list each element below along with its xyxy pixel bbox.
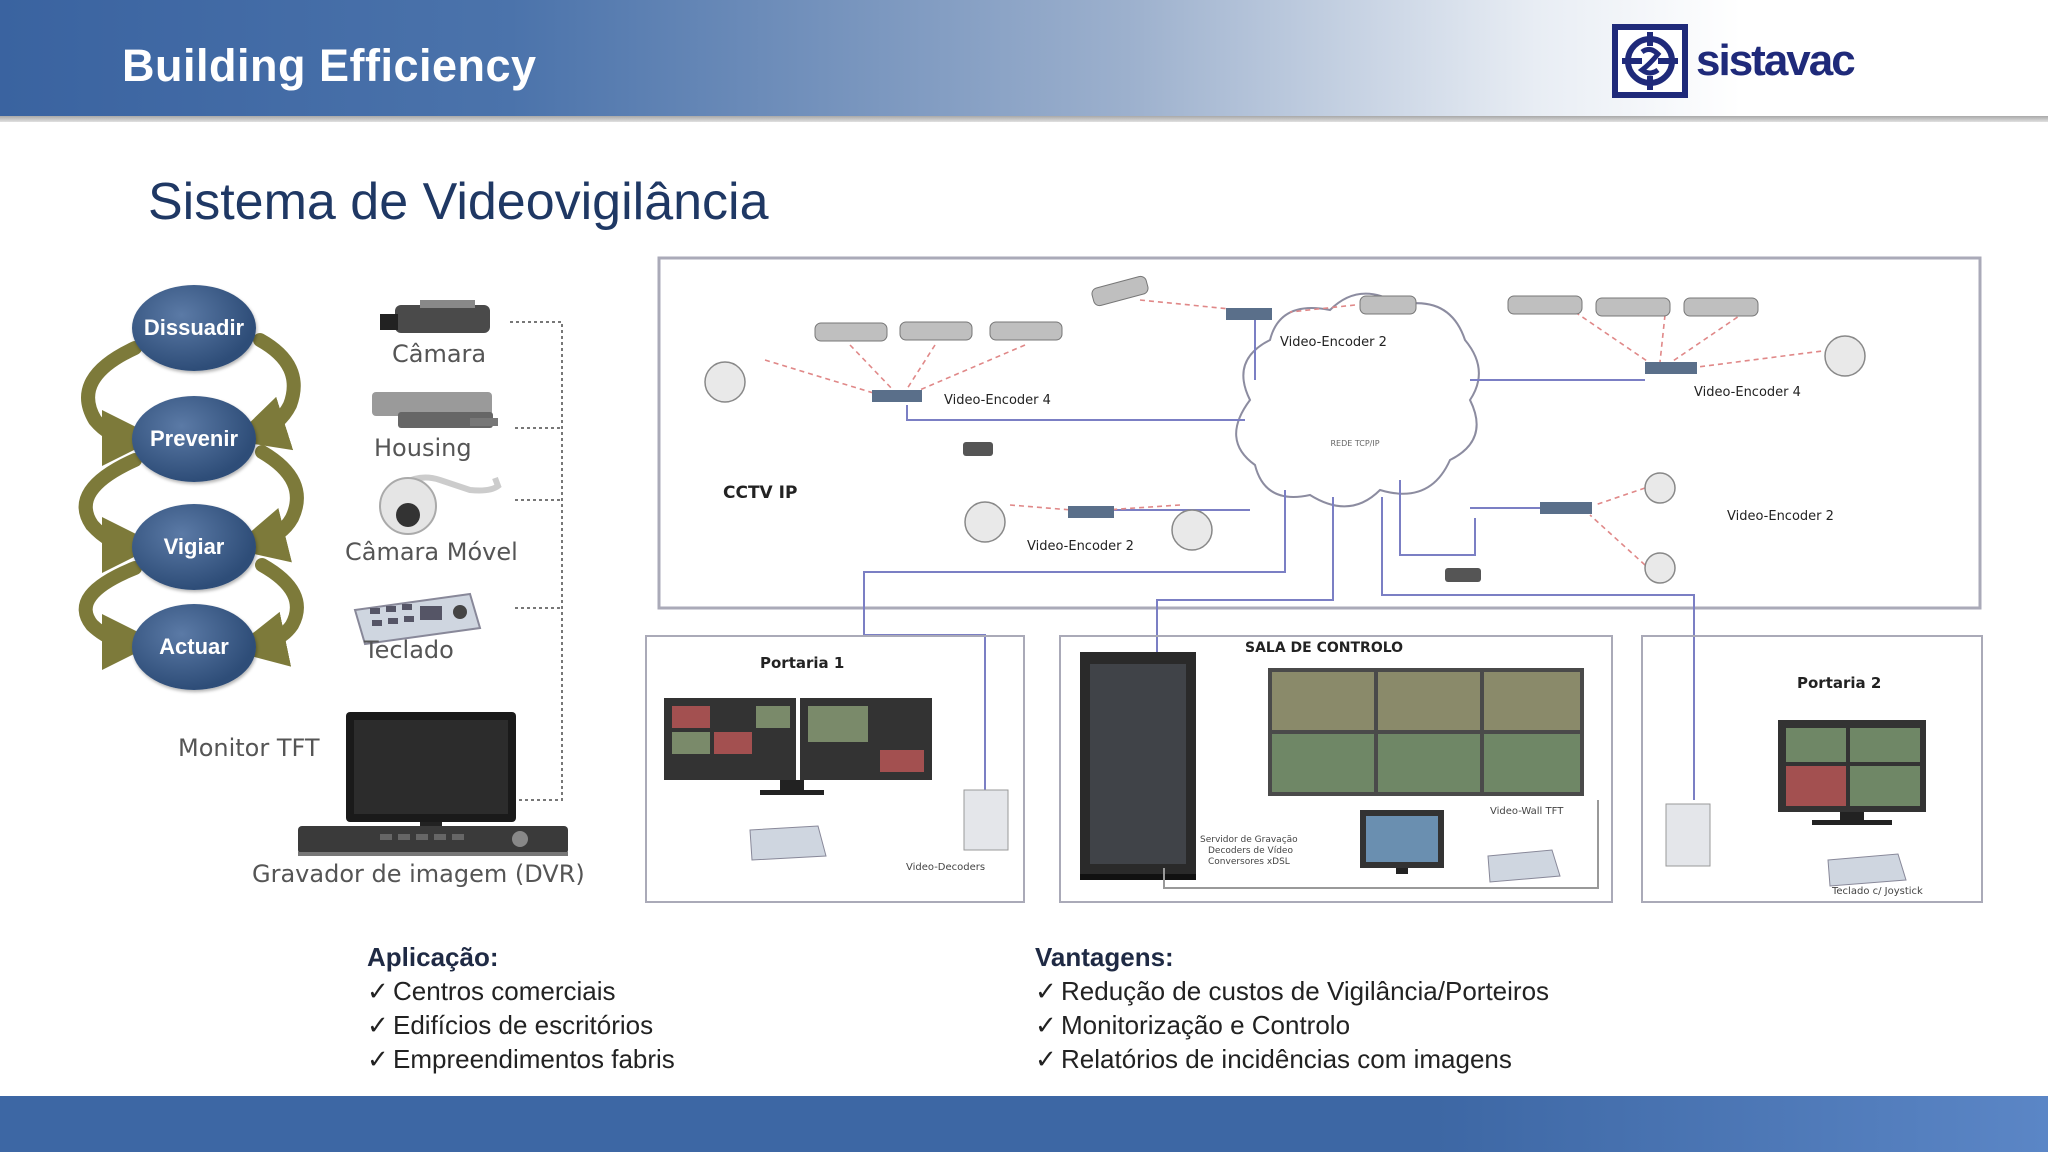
- joystick-keyboard-label: Teclado c/ Joystick: [1831, 886, 1923, 897]
- list-item: ✓Redução de custos de Vigilância/Porteir…: [1035, 976, 1550, 1006]
- encoder-2-top-label: Video-Encoder 2: [1280, 335, 1387, 350]
- dome-camera-icon: [379, 474, 502, 535]
- ip-camera-icons: [814, 275, 1759, 342]
- encoder-4-right-label: Video-Encoder 4: [1694, 385, 1801, 400]
- housing-label: Housing: [374, 434, 472, 462]
- dome-camera-network-icons: [704, 335, 1866, 584]
- list-item: ✓Centros comerciais: [367, 976, 616, 1006]
- list-item: ✓Relatórios de incidências com imagens: [1035, 1044, 1512, 1074]
- slide-title: Sistema de Videovigilância: [148, 173, 769, 231]
- portaria2-monitor-icon: [1778, 720, 1926, 825]
- logo-text: sistavac: [1696, 36, 1856, 85]
- equipment-connectors: [510, 321, 563, 801]
- checkmark-icon: ✓: [367, 976, 389, 1006]
- advantages-list: Vantagens: ✓Redução de custos de Vigilân…: [1035, 940, 1549, 1076]
- tft-monitor-icon: [346, 712, 516, 844]
- keyboard-label: Teclado: [364, 636, 454, 664]
- application-heading: Aplicação:: [367, 942, 499, 972]
- checkmark-icon: ✓: [367, 1010, 389, 1040]
- mobile-camera-label: Câmara Móvel: [345, 538, 518, 566]
- control-keyboard-icon: [1487, 849, 1561, 883]
- video-wall-icon: [1268, 668, 1584, 796]
- header-bar: [0, 0, 2048, 118]
- video-wall-label: Video-Wall TFT: [1490, 806, 1564, 817]
- checkmark-icon: ✓: [1035, 1044, 1057, 1074]
- header-divider: [0, 116, 2048, 122]
- control-monitor-icon: [1360, 810, 1444, 874]
- control-room-title: SALA DE CONTROLO: [1245, 640, 1403, 656]
- portaria1-title: Portaria 1: [760, 654, 844, 672]
- list-item: ✓Empreendimentos fabris: [367, 1044, 675, 1074]
- list-item: ✓Monitorização e Controlo: [1035, 1010, 1351, 1040]
- cycle-step-vigiar: Vigiar: [132, 504, 256, 590]
- checkmark-icon: ✓: [1035, 1010, 1057, 1040]
- portaria2-box: [1641, 635, 1983, 903]
- checkmark-icon: ✓: [1035, 976, 1057, 1006]
- advantages-heading: Vantagens:: [1035, 942, 1174, 972]
- checkmark-icon: ✓: [367, 1044, 389, 1074]
- cycle-step-actuar: Actuar: [132, 604, 256, 690]
- cctv-ip-box: [657, 256, 1982, 610]
- video-decoders-label: Video-Decoders: [906, 862, 985, 873]
- network-cloud-icon: [1235, 292, 1480, 508]
- housing-icon: [372, 392, 498, 428]
- dvr-icon: [298, 826, 568, 856]
- server-rack-icon: [1080, 652, 1196, 880]
- encoder-2-right-label: Video-Encoder 2: [1727, 509, 1834, 524]
- portaria1-monitors: [664, 698, 932, 795]
- encoder-2-mid-label: Video-Encoder 2: [1027, 539, 1134, 554]
- portaria1-keyboard-icon: [749, 825, 827, 861]
- server-label-3: Conversores xDSL: [1208, 857, 1290, 867]
- joystick-keyboard-icon: [1827, 853, 1907, 887]
- logo-mark-icon: [1612, 24, 1688, 98]
- portaria2-server-icon: [1665, 803, 1711, 867]
- list-item: ✓Edifícios de escritórios: [367, 1010, 654, 1040]
- camera-dashed-links: [764, 299, 1831, 566]
- cctv-ip-label: CCTV IP: [723, 483, 797, 503]
- dvr-label: Gravador de imagem (DVR): [252, 860, 585, 888]
- portaria2-title: Portaria 2: [1797, 674, 1881, 692]
- server-label-1: Servidor de Gravação: [1200, 835, 1298, 845]
- control-room-line: [1163, 800, 1599, 889]
- control-room-box: [1059, 635, 1613, 903]
- network-cloud-label: REDE TCP/IP: [1330, 439, 1379, 448]
- application-list: Aplicação: ✓Centros comerciais ✓Edifício…: [367, 940, 675, 1076]
- monitor-label: Monitor TFT: [178, 734, 320, 762]
- cycle-step-dissuadir: Dissuadir: [132, 285, 256, 371]
- encoder-4-left-label: Video-Encoder 4: [944, 393, 1051, 408]
- video-encoder-icons: [872, 308, 1697, 518]
- camera-icon: [380, 300, 490, 333]
- cycle-step-prevenir: Prevenir: [132, 396, 256, 482]
- keyboard-icon: [353, 592, 482, 646]
- server-label-2: Decoders de Vídeo: [1208, 846, 1293, 856]
- footer-bar: [0, 1096, 2048, 1152]
- cycle-arrows: [78, 333, 304, 670]
- portaria1-box: [645, 635, 1025, 903]
- camera-label: Câmara: [392, 340, 487, 368]
- video-decoder-icon: [963, 789, 1009, 851]
- sistavac-logo: sistavac: [1612, 24, 1856, 98]
- small-camera-icons: [963, 442, 1481, 582]
- header-title: Building Efficiency: [122, 40, 537, 91]
